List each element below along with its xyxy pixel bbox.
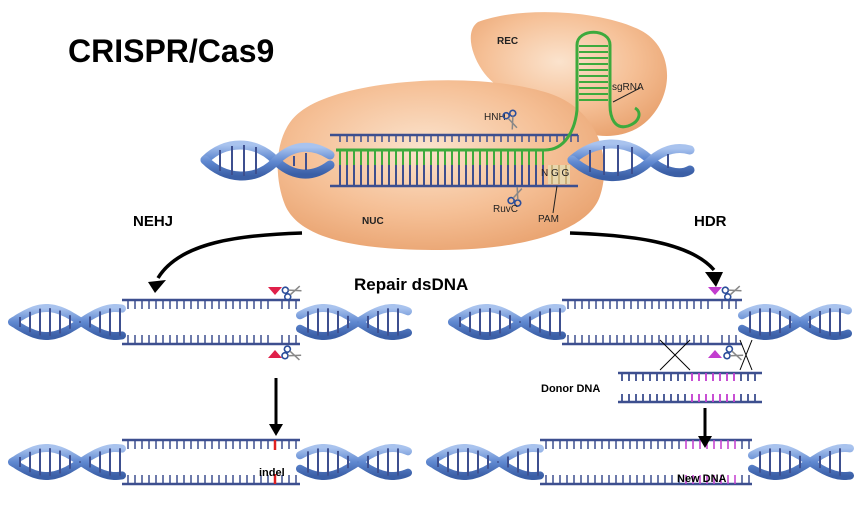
indel-label: indel xyxy=(259,467,285,479)
cas9-protein: REC NUC xyxy=(277,12,668,250)
arrow-head-icon xyxy=(705,272,723,287)
diagram-title: CRISPR/Cas9 xyxy=(68,33,274,69)
scissors-icon xyxy=(281,285,302,301)
hdr-cut-dna xyxy=(448,298,852,346)
arrow-head-icon xyxy=(269,424,283,436)
helix-right-end xyxy=(567,139,695,181)
cut-marker xyxy=(268,350,282,358)
target-base-pairs xyxy=(339,135,579,186)
donor-label: Donor DNA xyxy=(541,383,600,395)
cut-marker xyxy=(708,287,722,295)
arrow-head-icon xyxy=(148,280,166,293)
hnh-label: HNH xyxy=(484,112,506,123)
ngg-label: N G G xyxy=(541,168,570,179)
nuc-lobe xyxy=(277,80,605,250)
helix-left-end xyxy=(200,140,335,181)
nehj-label: NEHJ xyxy=(133,213,173,230)
pam-label: PAM xyxy=(538,214,559,225)
nehj-cut-dna xyxy=(8,298,412,346)
nehj-repaired-dna xyxy=(8,438,412,486)
hdr-arrow xyxy=(569,231,716,272)
cut-marker xyxy=(708,350,722,358)
cut-marker xyxy=(268,287,282,295)
scissors-icon xyxy=(502,109,518,130)
ruvc-label: RuvC xyxy=(493,204,518,215)
arrow-head-icon xyxy=(698,436,712,448)
scissors-icon xyxy=(507,186,523,207)
scissors-icon xyxy=(281,345,302,361)
scissors-icon xyxy=(723,345,744,361)
rec-label: REC xyxy=(497,36,518,47)
donor-dna: Donor DNA xyxy=(541,339,762,404)
new-dna-label: New DNA xyxy=(677,473,727,485)
nehj-arrow xyxy=(156,231,303,279)
sgrna-hairpin: sgRNA xyxy=(544,30,644,152)
repair-label: Repair dsDNA xyxy=(354,275,468,294)
rec-lobe xyxy=(470,12,668,137)
pam-site xyxy=(548,165,570,184)
hdr-label: HDR xyxy=(694,213,727,230)
scissors-icon xyxy=(721,285,742,301)
nuc-label: NUC xyxy=(362,216,384,227)
target-dna: N G G xyxy=(200,133,695,188)
sgrna-label: sgRNA xyxy=(612,82,644,93)
hdr-repaired-dna xyxy=(426,438,854,486)
